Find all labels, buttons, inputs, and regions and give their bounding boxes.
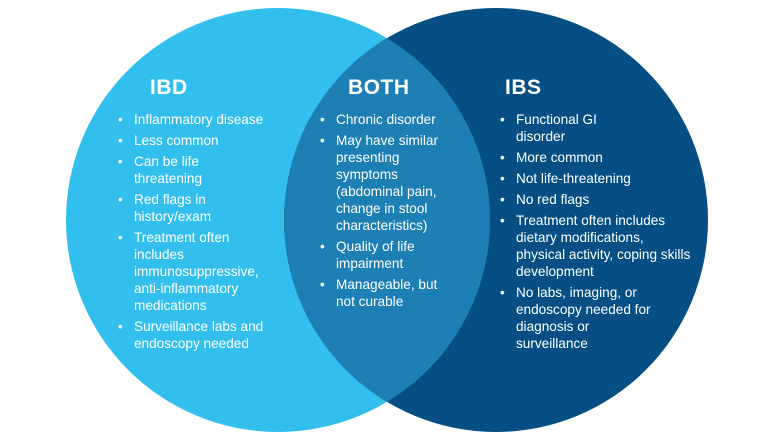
ibd-item: Surveillance labs and endoscopy needed	[118, 318, 286, 352]
ibs-item: Functional GI disorder	[500, 111, 622, 145]
ibs-item: Treatment often includes dietary modific…	[500, 212, 692, 280]
ibd-item: Can be life threatening	[118, 153, 220, 187]
ibs-list: Functional GI disorder More common Not l…	[500, 111, 690, 356]
ibs-item: More common	[500, 149, 690, 166]
ibs-item: Not life-threatening	[500, 170, 690, 187]
ibd-item: Inflammatory disease	[118, 111, 286, 128]
ibd-item: Less common	[118, 132, 286, 149]
ibd-list: Inflammatory disease Less common Can be …	[118, 111, 286, 356]
ibd-item: Treatment often includes immunosuppressi…	[118, 229, 282, 314]
ibd-title: IBD	[150, 76, 188, 99]
ibs-item: No labs, imaging, or endoscopy needed fo…	[500, 284, 654, 352]
both-list: Chronic disorder May have similar presen…	[320, 111, 460, 314]
both-item: Quality of life impairment	[320, 238, 440, 272]
ibd-item: Red flags in history/exam	[118, 191, 230, 225]
both-item: Chronic disorder	[320, 111, 460, 128]
ibs-title: IBS	[505, 76, 542, 99]
both-title: BOTH	[348, 76, 410, 99]
ibs-item: No red flags	[500, 191, 690, 208]
both-item: Manageable, but not curable	[320, 276, 441, 310]
both-item: May have similar presenting symptoms (ab…	[320, 132, 460, 234]
